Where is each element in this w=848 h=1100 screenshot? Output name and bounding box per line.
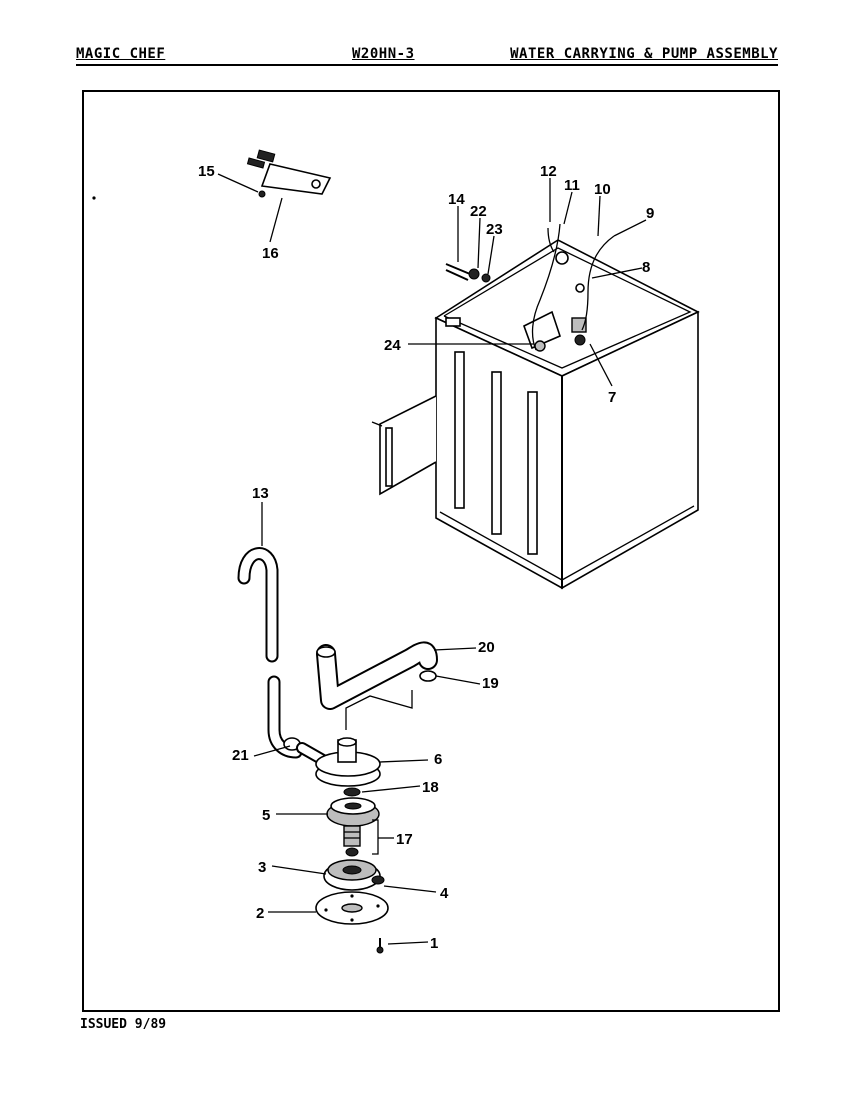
callout-8: 8 bbox=[642, 259, 650, 276]
issued-date: ISSUED 9/89 bbox=[80, 1017, 167, 1032]
callout-4: 4 bbox=[440, 885, 449, 902]
pump-assembly bbox=[296, 737, 389, 954]
callout-16: 16 bbox=[262, 245, 279, 262]
hose-20 bbox=[316, 641, 438, 730]
callout-6: 6 bbox=[434, 751, 442, 768]
callout-11: 11 bbox=[564, 177, 580, 194]
callout-21: 21 bbox=[232, 747, 249, 764]
callout-9: 9 bbox=[646, 205, 654, 222]
diagram-frame bbox=[82, 90, 780, 1012]
hose-13 bbox=[237, 547, 303, 759]
callout-2: 2 bbox=[256, 905, 264, 922]
header-rule bbox=[76, 64, 778, 66]
callout-17: 17 bbox=[396, 831, 413, 848]
callout-3: 3 bbox=[258, 859, 266, 876]
callout-5: 5 bbox=[262, 807, 270, 824]
callout-13: 13 bbox=[252, 485, 269, 502]
callout-labels: 1 2 3 4 5 6 7 8 9 10 11 12 13 14 15 16 1… bbox=[198, 163, 654, 952]
callout-22: 22 bbox=[470, 203, 487, 220]
callout-19: 19 bbox=[482, 675, 499, 692]
switch-bracket bbox=[92, 149, 332, 200]
callout-15: 15 bbox=[198, 163, 215, 180]
callout-10: 10 bbox=[594, 181, 611, 198]
callout-24: 24 bbox=[384, 337, 401, 354]
callout-7: 7 bbox=[608, 389, 616, 406]
brand-name: MAGIC CHEF bbox=[76, 46, 166, 62]
page-title: WATER CARRYING & PUMP ASSEMBLY bbox=[510, 46, 778, 62]
callout-18: 18 bbox=[422, 779, 439, 796]
model-number: W20HN-3 bbox=[352, 46, 415, 62]
callout-23: 23 bbox=[486, 221, 503, 238]
leader-lines bbox=[217, 173, 647, 945]
cabinet bbox=[371, 223, 700, 590]
callout-1: 1 bbox=[430, 935, 438, 952]
callout-20: 20 bbox=[478, 639, 495, 656]
callout-12: 12 bbox=[540, 163, 557, 180]
callout-14: 14 bbox=[448, 191, 465, 208]
